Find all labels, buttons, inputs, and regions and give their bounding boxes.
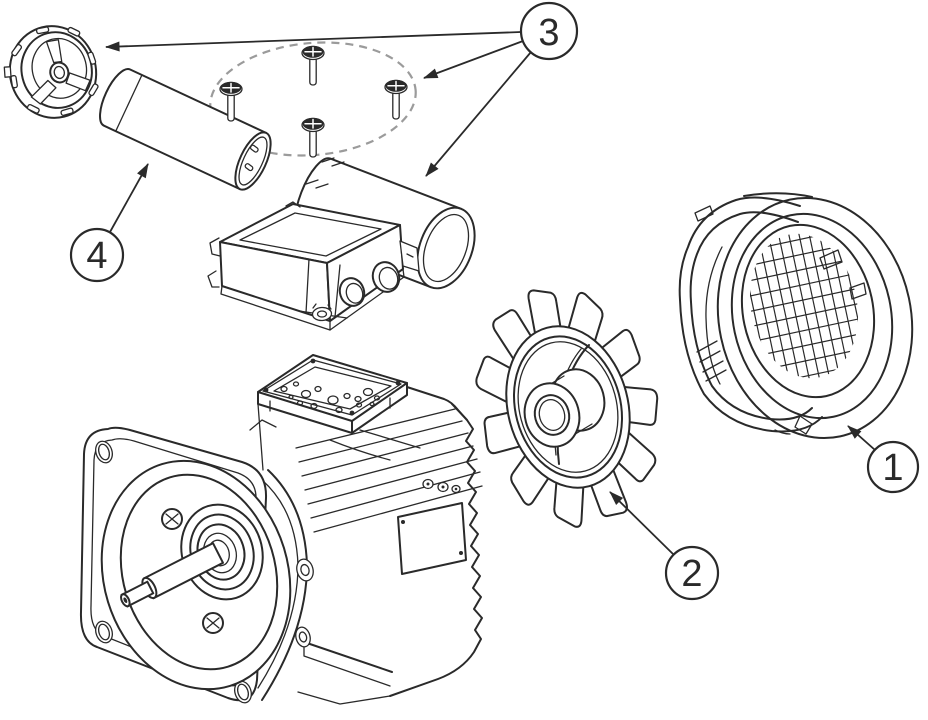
leader-line-3c [425, 51, 532, 177]
cooling-fan [449, 266, 687, 549]
cap-spoke [45, 39, 63, 64]
terminal-box [207, 201, 420, 331]
callout-4-label: 4 [86, 235, 107, 277]
capacitor-cap [3, 25, 99, 119]
box-ear [209, 237, 221, 257]
screw [301, 45, 325, 86]
mounting-screws [219, 45, 408, 158]
screw [384, 79, 408, 120]
cap-rim-slots [10, 26, 99, 117]
terminal-box-lid-recess [239, 212, 382, 257]
fan-cover [678, 192, 914, 440]
drain-plug [311, 306, 333, 322]
cover-louver [696, 340, 727, 382]
mounting-plate [257, 354, 408, 471]
grille [736, 223, 872, 389]
plate-holes [280, 381, 381, 414]
bearing-face [100, 459, 292, 691]
leader-line-4 [109, 163, 149, 233]
callout-3-label: 3 [538, 12, 559, 54]
body-top-edge [406, 386, 468, 421]
cooling-fins [295, 408, 483, 533]
box-bracket [399, 240, 420, 272]
callout-2: 2 [664, 545, 720, 601]
screw [219, 81, 243, 122]
tube-vent [305, 179, 329, 189]
leader-line-1 [847, 425, 876, 451]
callout-1: 1 [866, 440, 920, 494]
cap-spoke [65, 72, 91, 92]
leader-line-2 [609, 491, 674, 555]
face-screw [161, 508, 183, 530]
cap-side-tab [3, 66, 12, 78]
cable-gland-hole [371, 261, 401, 293]
fin-edge [389, 403, 483, 697]
motor-body [295, 386, 483, 705]
box-ear [207, 270, 220, 288]
callout-2-label: 2 [681, 553, 702, 595]
cable-gland-hole [338, 277, 366, 307]
capacitor-terminal [249, 144, 259, 153]
tube-vent [321, 157, 345, 167]
corner-pillar [305, 258, 341, 318]
cover-front-rim [678, 192, 823, 435]
capacitor [99, 68, 272, 191]
fan-hub [523, 368, 606, 448]
cap-spoke [30, 79, 57, 105]
callout-1-label: 1 [882, 447, 903, 489]
motor-assembly [79, 354, 483, 705]
callout-4: 4 [69, 227, 125, 283]
capacitor-terminal [244, 163, 254, 172]
callouts: 1 2 3 4 [69, 1, 920, 601]
bell-ear [295, 626, 311, 648]
screw [301, 117, 325, 158]
callout-3: 3 [519, 1, 579, 61]
cover-back-bands [716, 196, 914, 440]
bell-ear [296, 558, 314, 582]
cover-clips [694, 205, 867, 435]
leader-line-3b [423, 40, 524, 79]
bell-housing [249, 419, 314, 701]
leader-line-3a [105, 31, 522, 52]
motor-shaft [120, 542, 224, 608]
face-screw [202, 612, 224, 634]
nameplate [397, 502, 467, 575]
